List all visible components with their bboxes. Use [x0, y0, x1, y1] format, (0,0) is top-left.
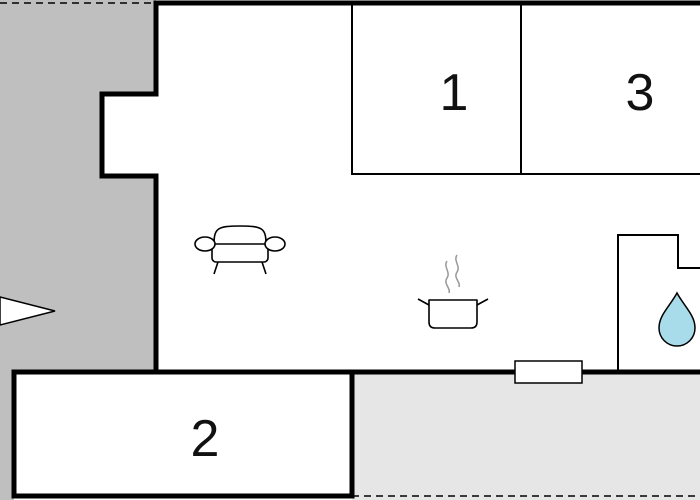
entrance-arrow-icon [0, 296, 56, 326]
room-2-label: 2 [191, 410, 220, 468]
room-3-label: 3 [626, 64, 655, 122]
sofa-icon [194, 225, 286, 275]
room-1-3-walls [351, 3, 700, 175]
terrace-area [352, 372, 700, 500]
cooking-pot-icon [417, 254, 489, 329]
main-floor [102, 3, 700, 372]
bathroom-wall [617, 234, 700, 372]
water-drop-icon [658, 291, 696, 347]
outside-area-lower [0, 372, 14, 500]
room-2 [11, 369, 355, 499]
room-1-label: 1 [440, 64, 469, 122]
exterior-wall [99, 0, 700, 372]
window [514, 360, 583, 384]
